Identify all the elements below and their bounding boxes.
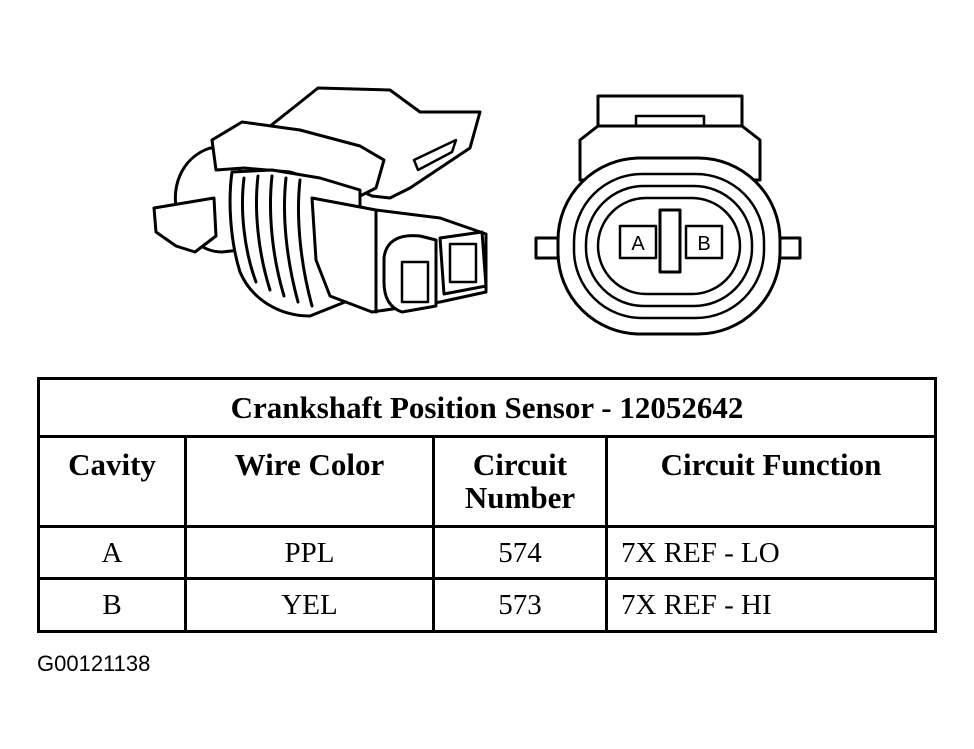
table-row: B YEL 573 7X REF - HI [40, 580, 934, 630]
pinout-table: Crankshaft Position Sensor - 12052642 Ca… [37, 377, 937, 633]
header-cavity: Cavity [40, 438, 187, 525]
cell-cavity: B [40, 580, 187, 630]
figure-id: G00121138 [37, 651, 151, 676]
cavity-label-a: A [631, 233, 645, 255]
cell-circuit-function: 7X REF - HI [621, 589, 772, 621]
cell-cavity: A [40, 528, 187, 577]
cell-circuit-function: 7X REF - LO [621, 537, 780, 569]
header-circuit-number: Circuit Number [435, 438, 608, 525]
header-wire-color: Wire Color [187, 438, 435, 525]
cell-wire-color: PPL [187, 528, 435, 577]
table-title: Crankshaft Position Sensor - 12052642 [40, 380, 934, 438]
cell-wire-color: YEL [187, 580, 435, 630]
cell-circuit-number: 573 [435, 580, 608, 630]
table-row: A PPL 574 7X REF - LO [40, 528, 934, 580]
header-circuit-function: Circuit Function [660, 447, 882, 482]
connector-illustration: A B [152, 86, 802, 336]
header-circuit-number-line2: Number [464, 480, 576, 515]
table-header-row: Cavity Wire Color Circuit Number Circuit… [40, 438, 934, 528]
connector-side-view [152, 86, 488, 318]
cavity-label-b: B [697, 233, 710, 255]
connector-front-view [534, 94, 802, 336]
cell-circuit-number: 574 [435, 528, 608, 577]
header-circuit-number-line1: Circuit [472, 447, 568, 482]
